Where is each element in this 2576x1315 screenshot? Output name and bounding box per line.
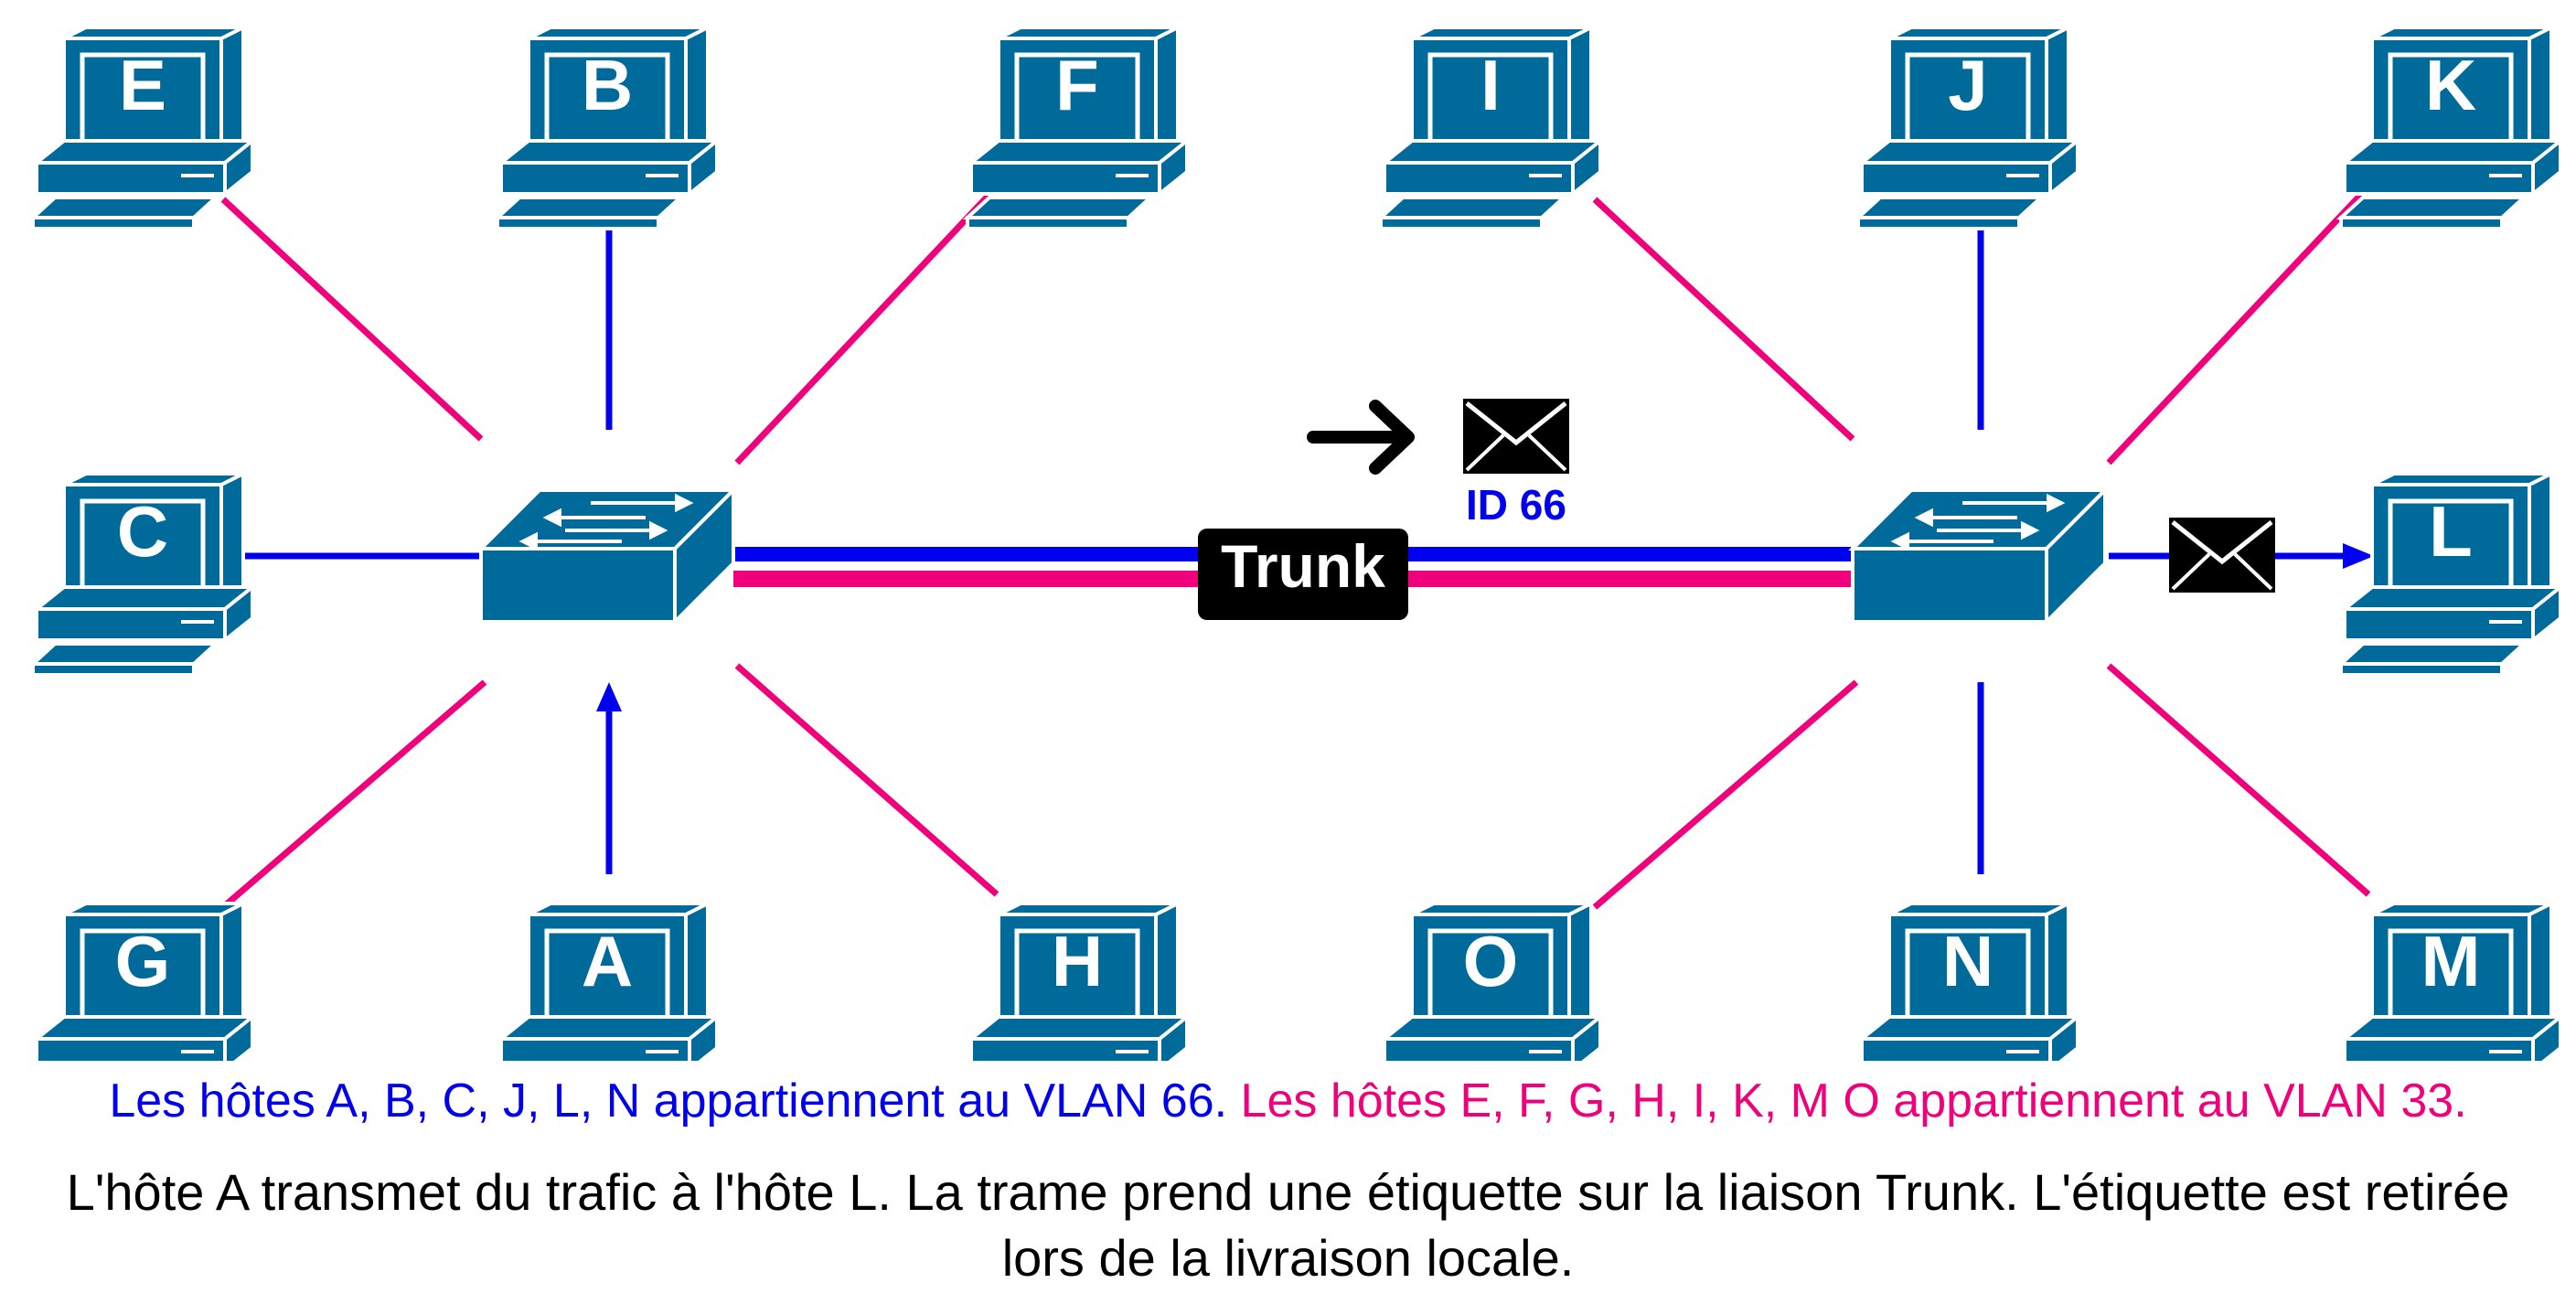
trunk-link: Trunk bbox=[733, 529, 1855, 620]
host-label: A bbox=[582, 921, 633, 1001]
untagged-envelope-icon bbox=[2169, 518, 2275, 593]
links-right bbox=[1592, 184, 2374, 910]
host-label: M bbox=[2421, 921, 2481, 1001]
link-g-sw1 bbox=[220, 679, 487, 910]
trunk-label-box bbox=[1198, 529, 1408, 620]
legend-vlan66: Les hôtes A, B, C, J, L, N appartiennent… bbox=[109, 1074, 1228, 1128]
vlan-trunk-diagram: Trunk ID 66 E B F I J K C L G A H O N M bbox=[0, 0, 2576, 1061]
host-a: A bbox=[497, 903, 717, 1061]
host-b: B bbox=[497, 27, 717, 229]
host-label: B bbox=[582, 45, 633, 125]
caption-line-1: L'hôte A transmet du trafic à l'hôte L. … bbox=[66, 1163, 2510, 1221]
host-label: J bbox=[1948, 45, 1987, 125]
host-j: J bbox=[1858, 27, 2078, 229]
vlan-legend: Les hôtes A, B, C, J, L, N appartiennent… bbox=[0, 1074, 2576, 1128]
host-label: C bbox=[117, 491, 168, 572]
tagged-frame: ID 66 bbox=[1307, 399, 1569, 529]
host-label: G bbox=[115, 921, 171, 1001]
host-label: H bbox=[1052, 921, 1103, 1001]
link-k-sw2 bbox=[2106, 184, 2371, 465]
host-label: L bbox=[2429, 491, 2473, 572]
host-m: M bbox=[2341, 903, 2560, 1061]
arrow-right-icon bbox=[1307, 400, 1415, 475]
links-left bbox=[220, 184, 999, 910]
host-e: E bbox=[33, 27, 252, 229]
host-g: G bbox=[33, 903, 252, 1061]
host-label: F bbox=[1055, 45, 1099, 125]
host-label: O bbox=[1463, 921, 1519, 1001]
link-o-sw2 bbox=[1592, 679, 1859, 910]
link-m-sw2 bbox=[2106, 663, 2371, 897]
host-c: C bbox=[33, 474, 252, 675]
host-label: I bbox=[1480, 45, 1501, 125]
host-o: O bbox=[1381, 903, 1600, 1061]
host-f: F bbox=[967, 27, 1187, 229]
host-label: E bbox=[119, 45, 166, 125]
caption: L'hôte A transmet du trafic à l'hôte L. … bbox=[0, 1160, 2576, 1291]
host-label: N bbox=[1942, 921, 1993, 1001]
tag-id-label: ID 66 bbox=[1466, 481, 1566, 529]
link-h-sw1 bbox=[734, 663, 999, 897]
arrow-right-icon bbox=[2343, 543, 2374, 569]
switch-left bbox=[479, 488, 735, 624]
host-h: H bbox=[967, 903, 1187, 1061]
host-i: I bbox=[1381, 27, 1600, 229]
host-k: K bbox=[2341, 27, 2560, 229]
link-i-sw2 bbox=[1592, 197, 1855, 442]
link-e-sw1 bbox=[220, 197, 484, 442]
switch-right bbox=[1851, 488, 2107, 624]
arrow-up-icon bbox=[596, 682, 622, 711]
host-label: K bbox=[2425, 45, 2476, 125]
host-n: N bbox=[1858, 903, 2078, 1061]
trunk-label: Trunk bbox=[1221, 532, 1385, 600]
caption-line-2: lors de la livraison locale. bbox=[1001, 1229, 1575, 1287]
link-f-sw1 bbox=[734, 184, 999, 465]
envelope-icon bbox=[1463, 399, 1569, 474]
host-l: L bbox=[2341, 474, 2560, 675]
legend-vlan33: Les hôtes E, F, G, H, I, K, M O appartie… bbox=[1240, 1074, 2467, 1128]
